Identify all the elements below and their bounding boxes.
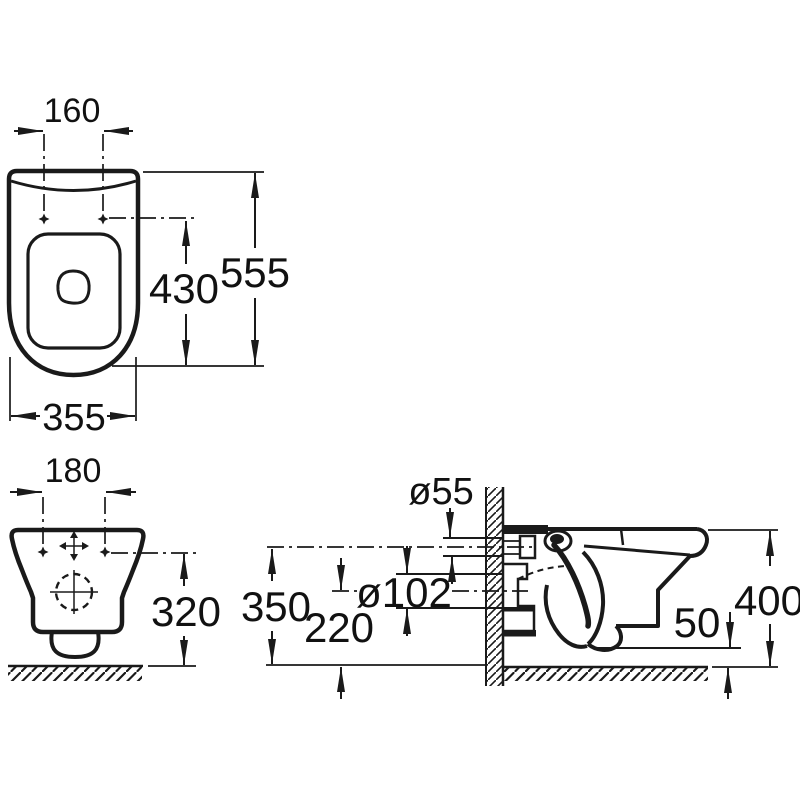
dim-label-top-depth: 555 xyxy=(220,249,290,296)
inlet-pipe xyxy=(443,537,503,557)
top-view-centerlines xyxy=(43,134,196,222)
dim-label-top-hole-spacing: 160 xyxy=(44,92,101,130)
top-view: 160 430 555 355 xyxy=(6,92,290,439)
front-view-centerlines xyxy=(42,497,196,554)
side-view: ø55 ø102 350 220 400 50 xyxy=(241,471,800,699)
dim-label-clearance: 50 xyxy=(674,599,721,646)
front-view-trap-dome xyxy=(49,631,101,659)
fixing-hole-marker xyxy=(99,546,111,558)
crosshair-marker xyxy=(59,531,89,561)
outlet-circle-marker xyxy=(50,570,98,614)
dim-label-front-hole-spacing: 180 xyxy=(45,452,102,490)
dim-label-rim-height: 400 xyxy=(734,577,800,624)
front-view: 180 320 xyxy=(8,452,221,681)
top-view-rim-arc xyxy=(10,179,137,192)
side-floor-hatch xyxy=(504,668,708,681)
dim-label-top-holes-to-front: 430 xyxy=(149,265,219,312)
wall-section xyxy=(485,487,505,686)
dim-label-outlet-axis-height: 220 xyxy=(304,604,374,651)
front-view-outline xyxy=(9,527,146,635)
dim-label-outlet-diameter: ø102 xyxy=(356,569,452,616)
front-floor-hatch xyxy=(8,667,142,681)
top-view-seat xyxy=(26,232,122,350)
dim-label-top-width: 355 xyxy=(42,397,105,439)
dim-label-inlet-axis-height: 350 xyxy=(241,583,311,630)
top-view-outline xyxy=(6,168,141,378)
dim-label-inlet-diameter: ø55 xyxy=(408,471,473,513)
dim-label-front-hole-height: 320 xyxy=(151,588,221,635)
fixing-hole-marker xyxy=(37,546,49,558)
top-view-flush-hole xyxy=(56,269,91,305)
toilet-side-profile xyxy=(503,525,709,652)
